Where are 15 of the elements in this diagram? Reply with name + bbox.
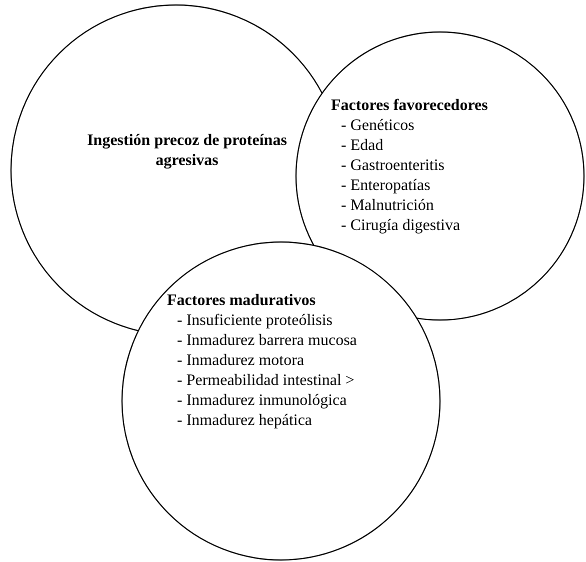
circle-heading: Factores madurativos	[167, 291, 317, 311]
circle-heading: Factores favorecedores	[331, 96, 489, 116]
list-item: - Insuficiente proteólisis	[176, 311, 334, 331]
list-item: - Inmadurez hepática	[176, 411, 314, 431]
list-item: - Malnutrición	[340, 196, 435, 216]
list-item: - Inmadurez barrera mucosa	[176, 331, 358, 351]
list-item: - Permeabilidad intestinal >	[176, 371, 356, 391]
list-item: - Gastroenteritis	[340, 156, 446, 176]
circle-heading: Ingestión precoz de proteínas agresivas	[86, 131, 288, 171]
list-item: - Enteropatías	[340, 176, 432, 196]
list-item: - Inmadurez motora	[176, 351, 306, 371]
list-item: - Edad	[340, 136, 384, 156]
list-item: - Genéticos	[340, 116, 416, 136]
list-item: - Cirugía digestiva	[340, 216, 462, 236]
list-item: - Inmadurez inmunológica	[176, 391, 348, 411]
